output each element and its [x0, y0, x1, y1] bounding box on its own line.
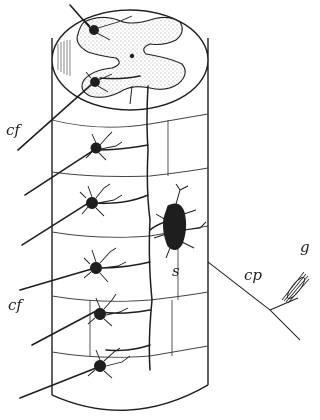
central-canal: [130, 54, 134, 58]
neuron-s: [154, 184, 206, 258]
label-s: s: [172, 262, 180, 280]
ganglion-g: [282, 272, 309, 303]
neuron-2: [80, 184, 122, 216]
neuron-5: [88, 348, 130, 378]
neuron-4: [88, 294, 128, 326]
label-g: g: [300, 238, 310, 256]
main-axon: [94, 76, 174, 370]
label-cp: cp: [244, 266, 262, 284]
neuron-1: [86, 132, 122, 160]
label-cf-upper: cf: [6, 121, 22, 139]
neuron-3: [84, 248, 126, 282]
label-cf-lower: cf: [8, 296, 24, 314]
